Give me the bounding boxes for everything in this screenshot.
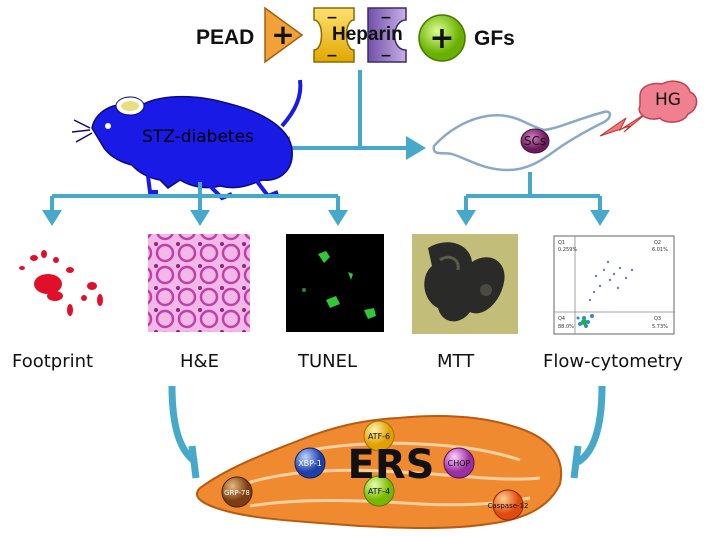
heparin-shape	[313, 7, 355, 63]
gf-plus-circle	[418, 14, 466, 62]
mouse-illustration	[71, 79, 303, 201]
marker-atf6	[363, 420, 395, 452]
heparin-minus-bottom: −	[326, 48, 338, 64]
marker-chop	[443, 447, 475, 479]
mtt-image	[412, 234, 518, 334]
flow-q4-value: 88.0%	[558, 324, 574, 330]
flow-q4-label: Q4	[558, 316, 565, 322]
left-branch-heads	[42, 210, 348, 226]
footprint-label: Footprint	[12, 351, 94, 372]
flow-q3-label: Q3	[654, 316, 661, 322]
footprint-image	[19, 250, 103, 316]
marker-atf6-label: ATF-6	[368, 432, 390, 441]
stz-diabetes-label: STZ-diabetes	[142, 127, 254, 147]
marker-xbp1	[294, 447, 326, 479]
pead-plus-sign: +	[271, 18, 294, 51]
mtt-label: MTT	[437, 351, 475, 372]
tunel-label: TUNEL	[298, 351, 358, 372]
schwann-cell-illustration	[432, 80, 698, 172]
marker-atf4-label: ATF-4	[368, 487, 390, 496]
flow-q1-value: 0.259%	[558, 247, 577, 253]
top-split-arrows	[285, 70, 410, 150]
pead-plus-shape	[264, 6, 304, 64]
ers-title: ERS	[348, 442, 435, 488]
he-label: H&E	[180, 351, 219, 372]
marker-chop-label: CHOP	[448, 459, 471, 468]
marker-grp78-label: GRP-78	[224, 489, 250, 497]
heparin-minus-top: −	[326, 10, 338, 26]
gf-minus-top: −	[380, 10, 392, 26]
gf-minus-bottom: −	[380, 48, 392, 64]
flow-q2-value: 6.01%	[652, 247, 668, 253]
marker-grp78	[221, 476, 253, 508]
right-branch-arrows	[464, 172, 602, 212]
flow-q1-label: Q1	[558, 240, 565, 246]
flow-cytometry-label: Flow-cytometry	[543, 351, 683, 372]
left-branch-arrows	[50, 182, 340, 212]
arrow-head-right	[406, 136, 426, 160]
marker-caspase12	[492, 489, 524, 521]
gfs-label: GFs	[474, 27, 515, 50]
flow-cytometry-plot	[553, 235, 675, 335]
right-branch-heads	[456, 210, 610, 226]
marker-atf4	[363, 475, 395, 507]
right-inhibition-bar	[570, 445, 582, 479]
hg-label: HG	[655, 90, 681, 110]
marker-xbp1-label: XBP-1	[298, 459, 322, 468]
gf-plus-sign: +	[429, 21, 454, 56]
gf-binding-shape	[367, 7, 407, 63]
left-inhibition-bar	[188, 445, 200, 479]
tunel-image	[286, 234, 384, 332]
heparin-label: Heparin	[332, 24, 403, 45]
flow-q2-label: Q2	[654, 240, 661, 246]
flow-q3-value: 5.73%	[652, 324, 668, 330]
scs-label: SCs	[524, 134, 546, 148]
he-stain-image	[148, 234, 250, 332]
pead-label: PEAD	[196, 26, 255, 49]
right-inhibition-arc	[575, 385, 606, 465]
er-organelle	[196, 415, 563, 529]
marker-caspase12-label: Caspase-12	[488, 502, 529, 510]
